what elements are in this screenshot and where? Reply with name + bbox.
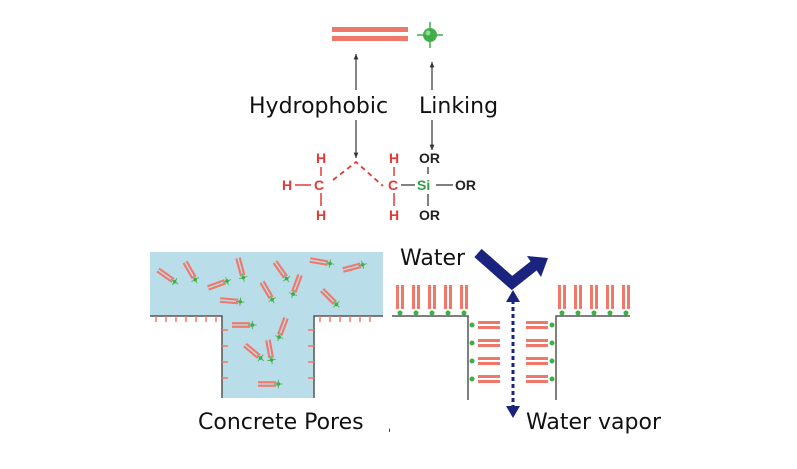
- atom-h: H: [389, 150, 399, 166]
- water-repelled-arrow: [474, 248, 540, 291]
- hydrophobic-label: Hydrophobic: [249, 94, 388, 119]
- atom-si: Si: [417, 177, 430, 193]
- atom-c: C: [314, 177, 324, 193]
- atom-h: H: [389, 207, 399, 223]
- alkyl-chain-dashes: [332, 160, 384, 187]
- water-label: Water: [400, 246, 466, 271]
- concrete-pores-label: Concrete Pores: [198, 410, 364, 435]
- tick-mark: ˌ: [388, 419, 391, 433]
- treated-pore-panel: [392, 248, 630, 418]
- surface-hydrophobic-chains: [396, 285, 630, 383]
- concrete-pores-panel: [150, 252, 383, 398]
- atom-h: H: [316, 207, 326, 223]
- or-group: OR: [455, 177, 476, 193]
- water-vapor-label: Water vapor: [526, 410, 662, 435]
- or-group: OR: [419, 150, 440, 166]
- pore-surface-ticks: [155, 316, 371, 379]
- atom-h: H: [316, 150, 326, 166]
- hydrophobic-chain-icon: [332, 27, 408, 32]
- linking-group-icon: [417, 22, 443, 48]
- surface-linking-points: [397, 310, 629, 382]
- atom-h: H: [282, 177, 292, 193]
- atom-c: C: [388, 177, 398, 193]
- or-group: OR: [419, 207, 440, 223]
- pore-solution-fill: [150, 252, 383, 398]
- legend-icon: [332, 22, 443, 48]
- treated-pore-outline: [392, 315, 630, 400]
- silane-molecule: H H C H H C H Si OR OR OR: [282, 150, 476, 223]
- linking-label: Linking: [419, 94, 498, 119]
